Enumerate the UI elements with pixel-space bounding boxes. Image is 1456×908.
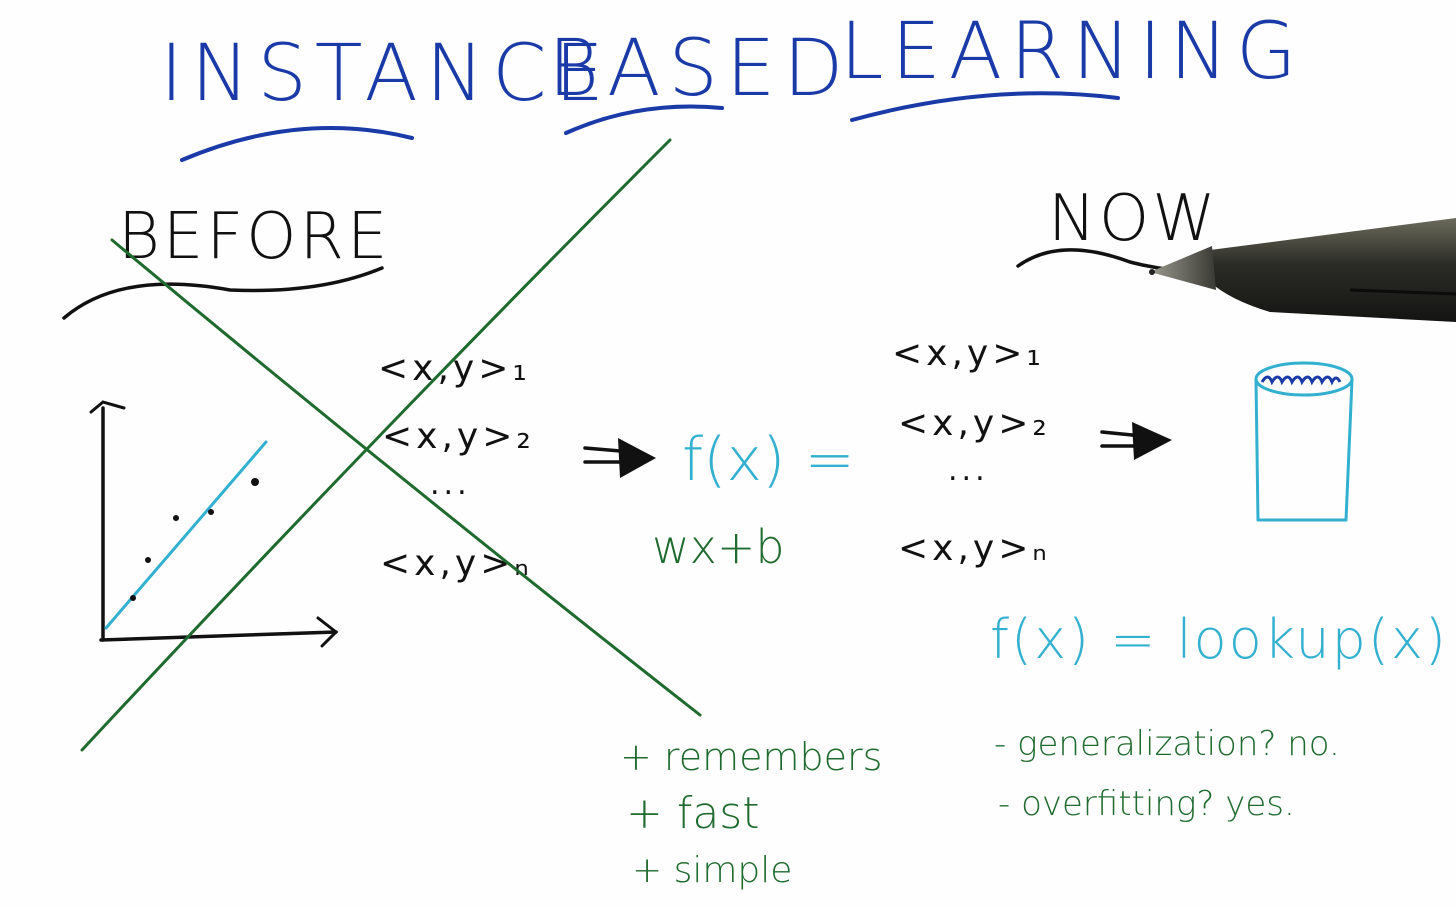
- title-word-based: BASED: [548, 24, 851, 114]
- title-underline-1: [180, 125, 414, 162]
- regression-line: [104, 440, 268, 630]
- now-pair-2: <x,y>₂: [898, 403, 1051, 444]
- pros-list: + remembers + fast + simple: [620, 735, 882, 891]
- title-word-learning: LEARNING: [840, 7, 1304, 97]
- now-pair-n: <x,y>ₙ: [898, 528, 1051, 569]
- pro-item: + fast: [626, 788, 759, 839]
- now-function: f(x) = lookup(x): [990, 608, 1448, 671]
- now-pair-1: <x,y>₁: [892, 333, 1045, 374]
- pro-item: + remembers: [620, 735, 882, 779]
- crossout-line-1: [110, 238, 702, 717]
- double-arrow-icon: [583, 438, 656, 478]
- now-section: NOW <x,y>₁ <x,y>₂ ... <x,y>ₙ f(x) = look…: [892, 182, 1448, 671]
- cons-list: - generalization? no. - overfitting? yes…: [994, 724, 1340, 824]
- before-heading: BEFORE: [118, 200, 390, 274]
- before-pair-1: <x,y>₁: [378, 348, 531, 389]
- now-heading: NOW: [1048, 182, 1219, 256]
- crossout-line-2: [80, 138, 672, 752]
- plot-axes: [89, 400, 339, 648]
- title-word-instance: INSTANCE: [160, 29, 612, 119]
- stylus-pen-icon: [1149, 218, 1456, 322]
- double-arrow-icon: [1100, 422, 1172, 460]
- con-item: - overfitting? yes.: [998, 784, 1295, 824]
- before-section: BEFORE <x,y>₁ <x,y>₂ ... <x,y>ₙ f(x) = w: [62, 138, 855, 752]
- before-function-body: wx+b: [652, 520, 785, 574]
- before-pair-2: <x,y>₂: [382, 416, 535, 457]
- con-item: - generalization? no.: [994, 724, 1340, 764]
- pro-item: + simple: [632, 850, 792, 891]
- title: INSTANCE BASED LEARNING: [160, 7, 1304, 162]
- before-pair-n: <x,y>ₙ: [380, 543, 533, 584]
- now-ellipsis: ...: [948, 453, 989, 488]
- before-ellipsis: ...: [430, 467, 471, 502]
- title-underline-3: [850, 91, 1120, 122]
- title-underline-2: [564, 104, 724, 135]
- data-points: [130, 478, 259, 601]
- before-function-label: f(x) =: [682, 425, 855, 495]
- before-underline: [62, 266, 384, 320]
- database-icon: [1254, 361, 1354, 522]
